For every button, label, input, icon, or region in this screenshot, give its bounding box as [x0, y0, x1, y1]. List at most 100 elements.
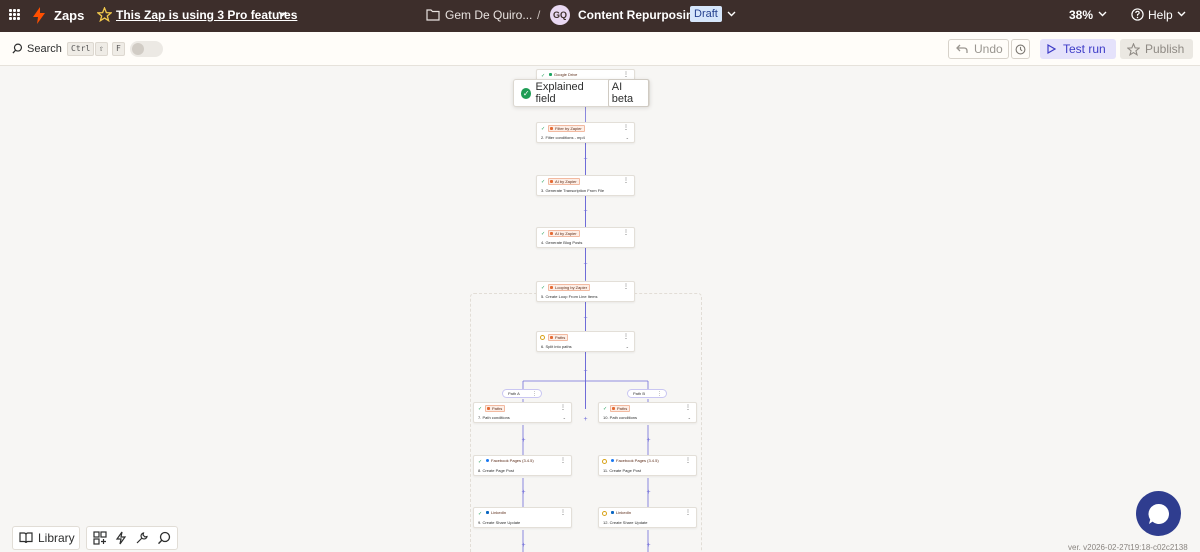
app-badge: Looping by Zapier [548, 284, 591, 291]
folder-breadcrumb[interactable]: Gem De Quiro... [445, 8, 533, 22]
chevron-down-icon[interactable] [1177, 11, 1186, 17]
wrench-icon[interactable] [135, 531, 149, 545]
avatar[interactable]: GQ [550, 5, 570, 25]
ai-icon [550, 180, 553, 183]
add-step-plus[interactable]: + [583, 156, 588, 163]
shortcut-key: ⇧ [95, 42, 108, 56]
step-card[interactable]: ✓ Paths 10. Path conditions ⋮ ⌄ [598, 402, 697, 423]
star-icon [97, 7, 112, 22]
more-options-icon[interactable]: ⋮ [623, 125, 629, 131]
more-options-icon[interactable]: ⋮ [623, 230, 629, 236]
search-icon[interactable] [12, 43, 23, 54]
step-title: 9. Create Share Update [478, 520, 521, 525]
step-title: 2. Filter conditions - mp4 [541, 135, 585, 140]
filter-icon [550, 127, 553, 130]
check-icon: ✓ [541, 73, 546, 79]
step-card[interactable]: ✓ AI by Zapier 3. Generate Transcription… [536, 175, 635, 196]
pro-features-link[interactable]: This Zap is using 3 Pro features [116, 8, 298, 22]
loop-icon [550, 286, 553, 289]
more-options-icon[interactable]: ⋮ [560, 458, 566, 464]
test-run-button[interactable]: Test run [1040, 39, 1116, 59]
warning-icon [602, 459, 607, 464]
folder-icon [426, 9, 440, 21]
add-step-plus[interactable]: + [646, 542, 651, 549]
zap-editor-canvas[interactable]: + + + + + + + + + + + + ✓ Google Drive ⋮… [0, 67, 1200, 552]
check-icon: ✓ [541, 231, 546, 237]
chevron-down-icon[interactable]: ⌄ [625, 344, 629, 349]
breadcrumb-separator: / [537, 8, 541, 22]
more-options-icon[interactable]: ⋮ [623, 72, 629, 78]
step-card[interactable]: Facebook Pages (3.4.5) 11. Create Page P… [598, 455, 697, 476]
path-label-a[interactable]: Path A⋮ [502, 389, 542, 398]
chevron-down-icon[interactable]: ⌄ [687, 415, 691, 420]
chevron-down-icon[interactable] [1098, 11, 1107, 17]
add-step-plus[interactable]: + [583, 208, 588, 215]
path-label-b[interactable]: Path B⋮ [627, 389, 667, 398]
add-step-plus[interactable]: + [583, 261, 588, 268]
more-options-icon[interactable]: ⋮ [623, 178, 629, 184]
check-icon: ✓ [478, 406, 483, 412]
add-step-plus[interactable]: + [521, 489, 526, 496]
undo-button[interactable]: Undo [948, 39, 1009, 59]
chevron-down-icon[interactable] [727, 11, 736, 17]
chevron-down-icon[interactable]: ⌄ [625, 135, 629, 140]
history-button[interactable] [1011, 39, 1030, 59]
more-options-icon[interactable]: ⋮ [657, 391, 662, 397]
more-options-icon[interactable]: ⋮ [623, 284, 629, 290]
warning-icon [540, 335, 545, 340]
publish-button[interactable]: Publish [1120, 39, 1193, 59]
chevron-down-icon[interactable] [278, 11, 287, 17]
add-step-plus[interactable]: + [583, 368, 588, 375]
search-button[interactable]: Search [27, 43, 62, 55]
help-button[interactable]: Help [1148, 8, 1173, 22]
app-name[interactable]: Zaps [54, 8, 85, 23]
more-options-icon[interactable]: ⋮ [560, 405, 566, 411]
more-options-icon[interactable]: ⋮ [685, 510, 691, 516]
step-card[interactable]: ✓ AI by Zapier 4. Generate Blog Posts ⋮ [536, 227, 635, 248]
add-app-icon[interactable] [93, 531, 107, 545]
bottom-toolbar: Library [12, 526, 178, 550]
explained-field-tooltip: ✓ Explained field AI beta [513, 79, 650, 107]
app-badge: Paths [485, 405, 506, 412]
step-card[interactable]: ✓ Filter by Zapier 2. Filter conditions … [536, 122, 635, 143]
more-options-icon[interactable]: ⋮ [685, 405, 691, 411]
zoom-level[interactable]: 38% [1069, 8, 1094, 22]
zap-title[interactable]: Content Repurposing [578, 8, 701, 22]
search-icon[interactable] [157, 531, 171, 545]
app-badge: Paths [610, 405, 631, 412]
step-card[interactable]: LinkedIn 12. Create Share Update ⋮ [598, 507, 697, 528]
shortcut-key: F [112, 42, 125, 56]
app-badge: Paths [548, 334, 569, 341]
more-options-icon[interactable]: ⋮ [560, 510, 566, 516]
more-options-icon[interactable]: ⋮ [623, 334, 629, 340]
app-badge: Facebook Pages (3.4.5) [485, 458, 536, 465]
help-icon[interactable] [1131, 8, 1144, 21]
shortcut-key: Ctrl [67, 42, 95, 56]
app-badge: Filter by Zapier [548, 125, 585, 132]
apps-grid-icon[interactable] [9, 9, 20, 20]
step-card[interactable]: Paths 6. Split into paths ⋮ ⌄ [536, 331, 635, 352]
step-card[interactable]: ✓ Facebook Pages (3.4.5) 8. Create Page … [473, 455, 572, 476]
step-title: 4. Generate Blog Posts [541, 240, 583, 245]
step-card[interactable]: ✓ LinkedIn 9. Create Share Update ⋮ [473, 507, 572, 528]
toggle-knob [132, 43, 144, 55]
add-step-plus[interactable]: + [521, 437, 526, 444]
paths-icon [487, 407, 490, 410]
lightning-icon[interactable] [115, 531, 127, 545]
chat-support-button[interactable] [1136, 491, 1181, 536]
chevron-down-icon[interactable]: ⌄ [562, 415, 566, 420]
add-step-plus[interactable]: + [521, 542, 526, 549]
add-step-plus[interactable]: + [646, 489, 651, 496]
check-icon: ✓ [541, 285, 546, 291]
more-options-icon[interactable]: ⋮ [532, 391, 537, 397]
add-step-plus[interactable]: + [583, 416, 588, 423]
add-step-plus[interactable]: + [583, 315, 588, 322]
step-card[interactable]: ✓ Paths 7. Path conditions ⋮ ⌄ [473, 402, 572, 423]
flow-connectors [522, 101, 649, 552]
app-badge: AI by Zapier [548, 230, 580, 237]
step-card[interactable]: ✓ Looping by Zapier 5. Create Loop From … [536, 281, 635, 302]
toggle-switch[interactable] [130, 41, 163, 57]
more-options-icon[interactable]: ⋮ [685, 458, 691, 464]
add-step-plus[interactable]: + [646, 437, 651, 444]
library-button[interactable]: Library [12, 526, 80, 550]
